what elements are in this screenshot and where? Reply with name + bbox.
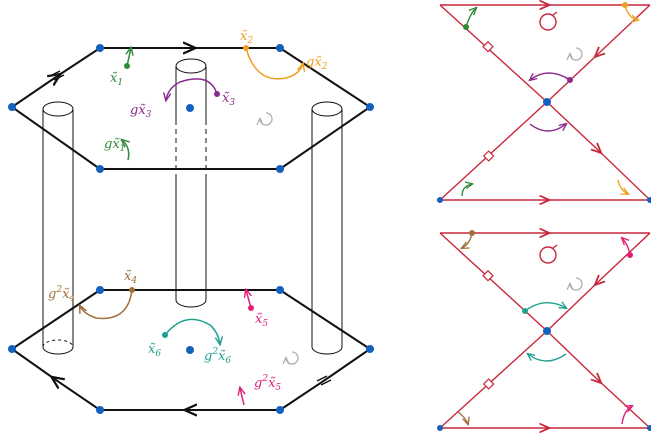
left-figure: x̃1 gx̃1 x̃2 gx̃2 x̃3 gx̃3 x̃4 g2x̃4 x̃: [8, 29, 374, 414]
point-x5: x̃5 g2x̃5: [240, 290, 281, 406]
svg-text:x̃3: x̃3: [222, 91, 235, 108]
svg-text:x̃4: x̃4: [124, 269, 137, 286]
svg-text:g2x̃5: g2x̃5: [254, 374, 281, 393]
point-gx1: gx̃1: [104, 137, 129, 161]
rotation-arrow-icon: [260, 112, 273, 126]
point-x3: x̃3 gx̃3: [130, 78, 235, 120]
point-x6: x̃6 g2x̃6: [148, 318, 231, 366]
point-x4: x̃4 g2x̃4: [48, 269, 137, 320]
right-bottom-figure: [437, 230, 651, 431]
diamond-marker-icon: [482, 378, 495, 390]
rotation-arrow-icon: [286, 351, 299, 365]
right-top-figure: [437, 2, 651, 203]
diamond-marker-icon: [482, 269, 494, 282]
cylinder-right: [311, 101, 343, 355]
vertex-center: [543, 98, 551, 106]
cylinder-middle: [175, 58, 207, 308]
point-x2: x̃2 gx̃2: [240, 29, 328, 80]
svg-text:g2x̃6: g2x̃6: [204, 347, 231, 366]
svg-text:x̃6: x̃6: [148, 342, 161, 359]
diamond-marker-icon: [482, 40, 494, 53]
svg-text:x̃1: x̃1: [110, 71, 123, 88]
vertex-center: [543, 327, 551, 335]
rotation-arrow-icon: [570, 277, 583, 291]
hexagon-vertices: [8, 44, 374, 414]
svg-text:gx̃2: gx̃2: [306, 55, 328, 72]
rotation-arrow-icon: [570, 47, 583, 61]
svg-text:x̃2: x̃2: [240, 29, 253, 46]
point-x1: x̃1: [110, 48, 131, 88]
svg-text:gx̃1: gx̃1: [104, 137, 125, 154]
double-arrow-icon: [49, 70, 65, 81]
svg-text:x̃5: x̃5: [255, 312, 268, 329]
diamond-marker-icon: [482, 150, 495, 162]
double-arrow-icon: [316, 375, 332, 386]
svg-text:g2x̃4: g2x̃4: [48, 285, 75, 304]
svg-text:gx̃3: gx̃3: [130, 103, 152, 120]
